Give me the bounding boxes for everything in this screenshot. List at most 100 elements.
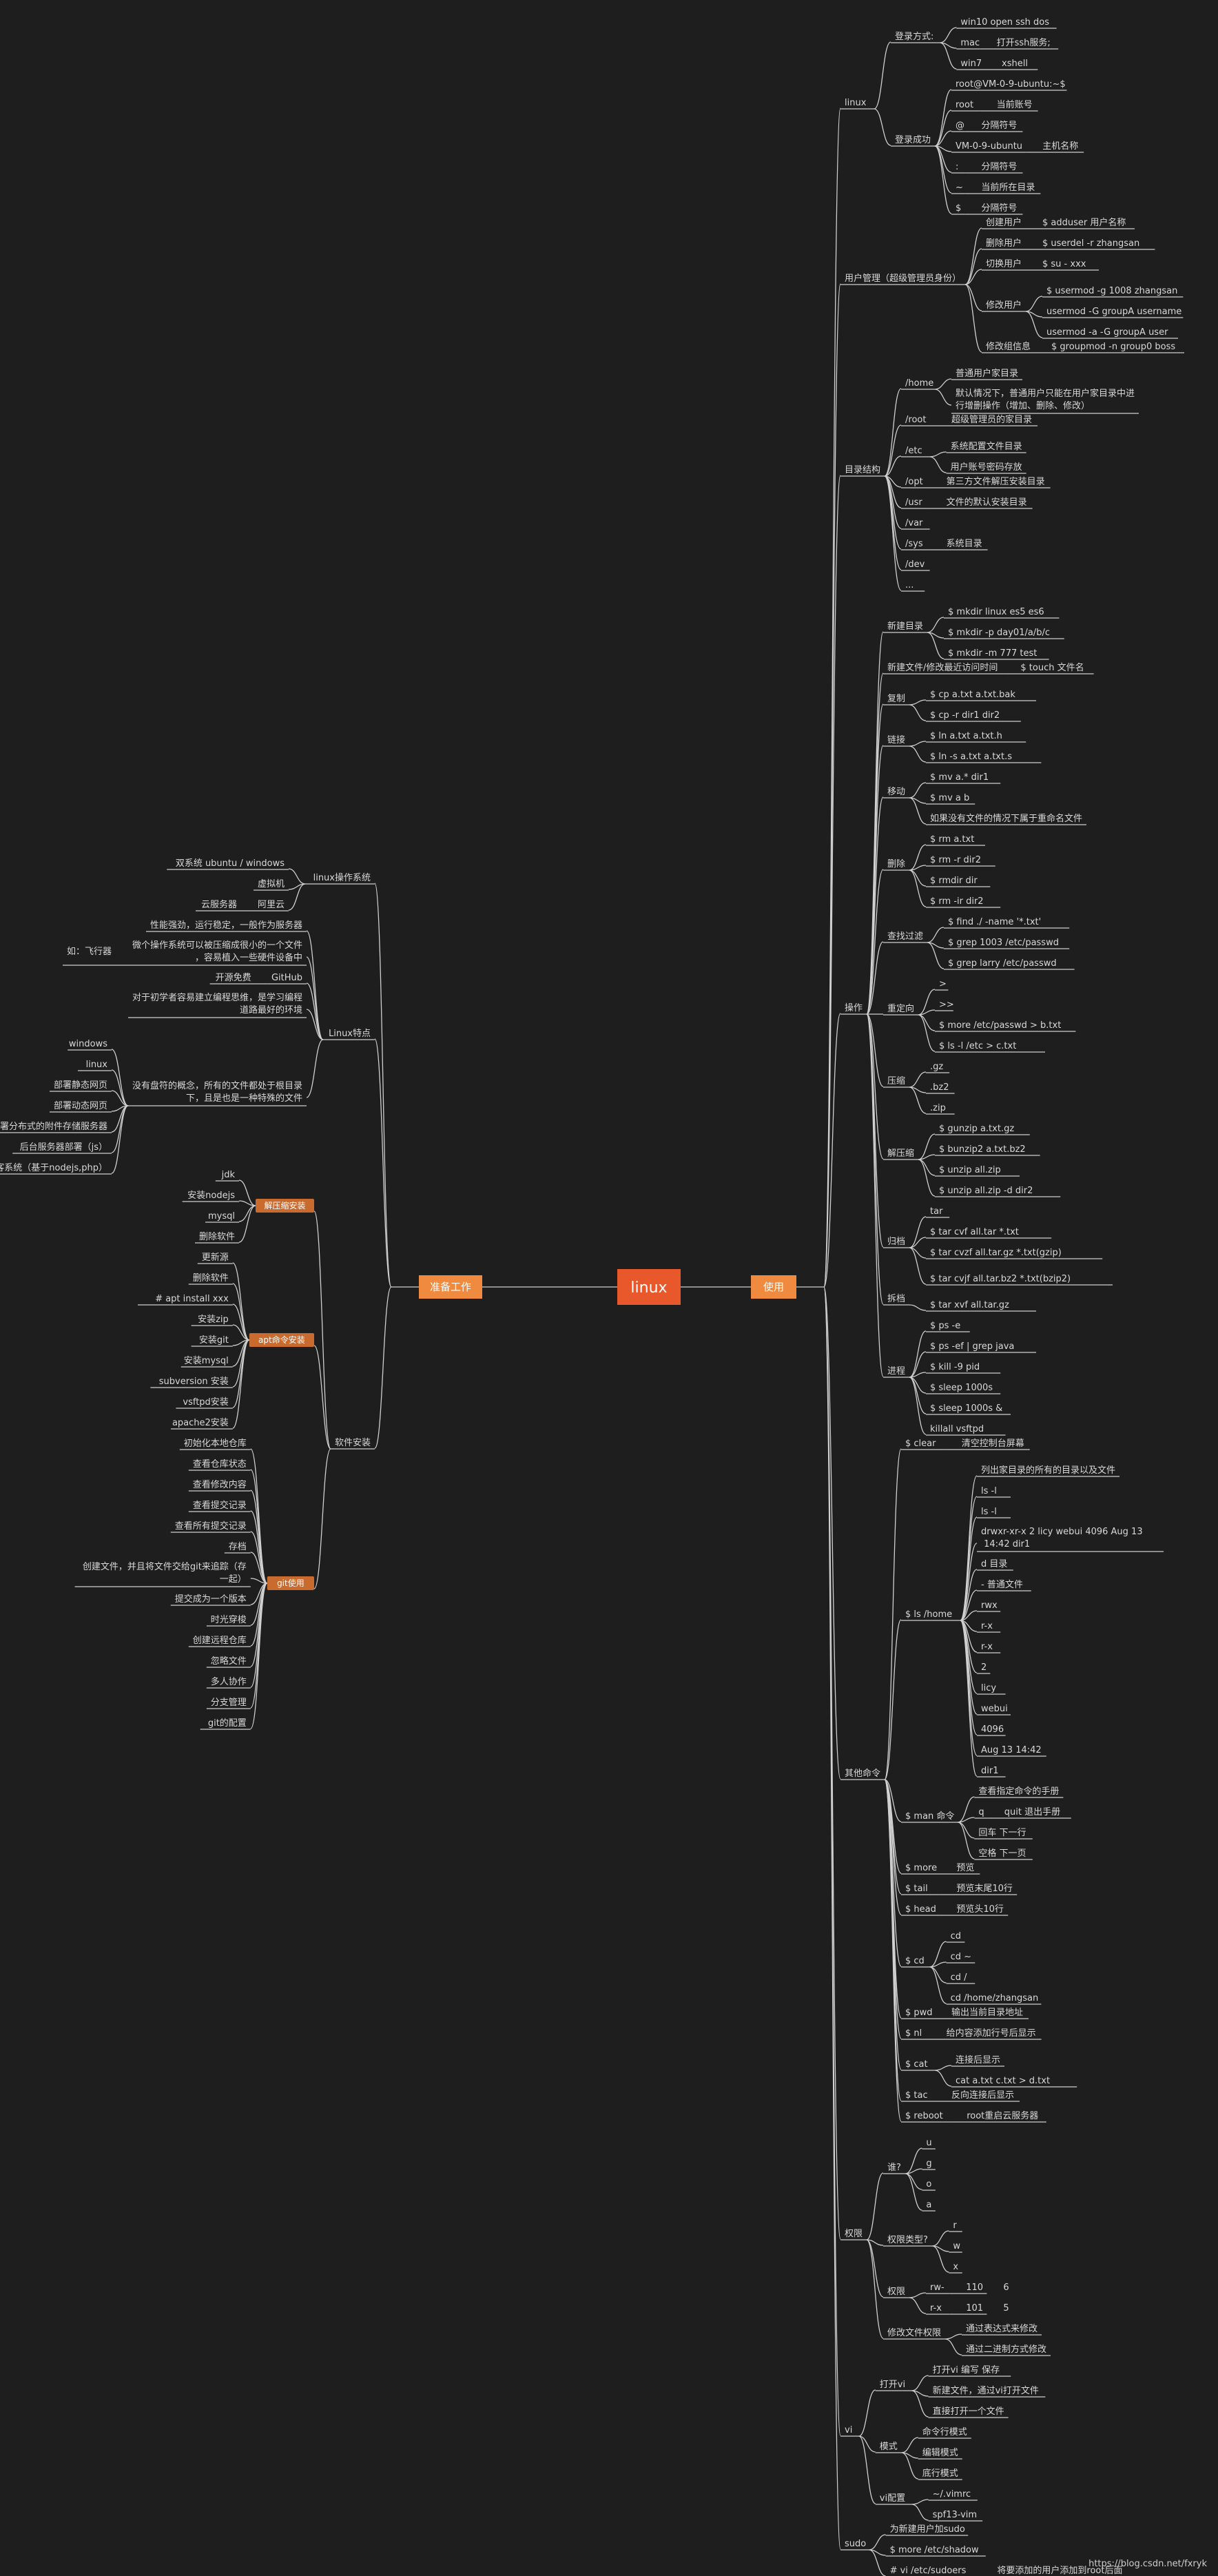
node-nl: $ nl [905, 2028, 922, 2039]
node-root: root [956, 100, 973, 110]
node-linux: linux [86, 1060, 108, 1070]
note-item: 分隔符号 [981, 120, 1017, 131]
node-cd: $ cd [905, 1956, 925, 1966]
node-cat: $ cat [905, 2059, 928, 2070]
node-item: 用户账号密码存放 [951, 462, 1022, 473]
connector [288, 883, 306, 911]
note-item: 给内容添加行号后显示 [947, 2028, 1036, 2039]
node-usermod-g-1008-zhangsan: $ usermod -g 1008 zhangsan [1046, 286, 1177, 296]
root-node [617, 1269, 681, 1305]
connector [232, 1339, 250, 1408]
node-item: 空格 下一页 [978, 1848, 1026, 1859]
connector [909, 745, 927, 763]
connector [918, 1014, 936, 1052]
node-item: 权限 [845, 2228, 863, 2239]
node-git: 创建文件，并且将文件交给git来追踪（存一起） [83, 1561, 247, 1585]
node-tail: $ tail [905, 1884, 928, 1894]
connector [111, 1049, 129, 1106]
node-cp-a-txt-a-txt-bak: $ cp a.txt a.txt.bak [930, 690, 1015, 700]
node-item: 列出家目录的所有的目录以及文件 [981, 1465, 1115, 1476]
connector [964, 227, 982, 285]
node-u: u [926, 2138, 931, 2148]
node-unzip-all-zip-d-dir2: $ unzip all.zip -d dir2 [939, 1186, 1033, 1196]
node-linux: linux操作系统 [313, 872, 371, 883]
connector [934, 145, 952, 194]
node-cd-home-zhangsan: cd /home/zhangsan [951, 1993, 1039, 2003]
node-aug-13-14-42: Aug 13 14:42 [981, 1745, 1042, 1755]
node-subversion: subversion 安装 [159, 1377, 229, 1387]
node-find-name-txt: $ find ./ -name '*.txt' [948, 917, 1041, 927]
node-js: 后台服务器部署（js） [20, 1142, 107, 1153]
extra-6: 6 [1003, 2283, 1009, 2293]
connector [960, 1589, 978, 1621]
node-rmdir-dir: $ rmdir dir [930, 876, 978, 886]
branch-prepare [419, 1275, 482, 1299]
connector [866, 2239, 884, 2339]
node-item: 删除 [887, 859, 905, 869]
connector [250, 1552, 268, 1584]
node-ps-e: $ ps -e [930, 1321, 960, 1331]
connector [905, 2147, 922, 2174]
connector [313, 1210, 331, 1450]
node-rwx: rwx [981, 1600, 998, 1611]
node-dev: /dev [905, 559, 925, 570]
node-x: x [953, 2262, 958, 2272]
node-zip: .zip [930, 1103, 946, 1113]
node-item: 权限 [887, 2286, 905, 2297]
connector [232, 1283, 250, 1341]
node-mysql: mysql [208, 1211, 235, 1222]
node-tac: $ tac [905, 2090, 928, 2101]
node-rm-a-txt: $ rm a.txt [930, 834, 974, 845]
note-item: 当前所在目录 [981, 182, 1035, 193]
node-etc: /etc [905, 446, 922, 456]
node-mkdir-p-day01-a-b-c: $ mkdir -p day01/a/b/c [948, 628, 1050, 638]
note-root: root重启云服务器 [967, 2110, 1038, 2121]
connector [238, 1179, 256, 1206]
connector [934, 145, 952, 214]
connector [823, 107, 841, 1288]
tag-git [267, 1576, 314, 1590]
connector [111, 1105, 129, 1153]
branch-use [751, 1275, 796, 1299]
node-item: 对于初学者容易建立编程思维，是学习编程道路最好的环境 [132, 992, 302, 1016]
node-item: 归档 [887, 1237, 905, 1247]
node-item: 权限类型? [887, 2234, 928, 2245]
node-tar-cvjf-all-tar-bz2-txt-bzi: $ tar cvjf all.tar.bz2 *.txt(bzip2) [930, 1274, 1071, 1284]
node-var: /var [905, 518, 923, 528]
connector [866, 2172, 884, 2240]
note-item: 输出当前目录地址 [951, 2007, 1023, 2018]
connector [909, 782, 927, 798]
node-vm-0-9-ubuntu: VM-0-9-ubuntu [956, 141, 1022, 152]
node-ls-l-etc-c-txt: $ ls -l /etc > c.txt [939, 1041, 1016, 1051]
connector [960, 1620, 978, 1756]
node-bz2: .bz2 [930, 1082, 949, 1093]
node-tar: tar [930, 1206, 943, 1217]
connector [905, 2173, 922, 2190]
connector [901, 2437, 918, 2453]
node-a: a [926, 2200, 931, 2210]
connector [884, 1779, 902, 2122]
connector [866, 745, 884, 1015]
node-item: 查看所有提交记录 [175, 1521, 247, 1532]
node-item: - 普通文件 [981, 1580, 1023, 1590]
connector [927, 632, 945, 659]
connector [869, 2534, 886, 2551]
note-item: 当前账号 [997, 99, 1033, 110]
node-vi: 打开vi [880, 2380, 905, 2390]
connector [911, 2504, 929, 2521]
node-item: 新建目录 [887, 621, 923, 632]
connector [250, 1583, 268, 1688]
connector [1025, 296, 1043, 312]
node-sudo: sudo [845, 2539, 866, 2549]
node-item: 修改文件权限 [887, 2327, 941, 2338]
note-item: 第三方文件解压安装目录 [947, 476, 1045, 487]
connector [866, 941, 884, 1015]
node-r-x: r-x [981, 1642, 993, 1652]
node-dir1: dir1 [981, 1766, 998, 1776]
node-usr: /usr [905, 497, 922, 508]
node-item: 通过表达式来修改 [966, 2324, 1038, 2334]
node-sleep-1000s: $ sleep 1000s [930, 1383, 993, 1393]
connector [313, 1448, 331, 1589]
node-jdk: jdk [221, 1170, 236, 1180]
connector [884, 1448, 902, 1780]
